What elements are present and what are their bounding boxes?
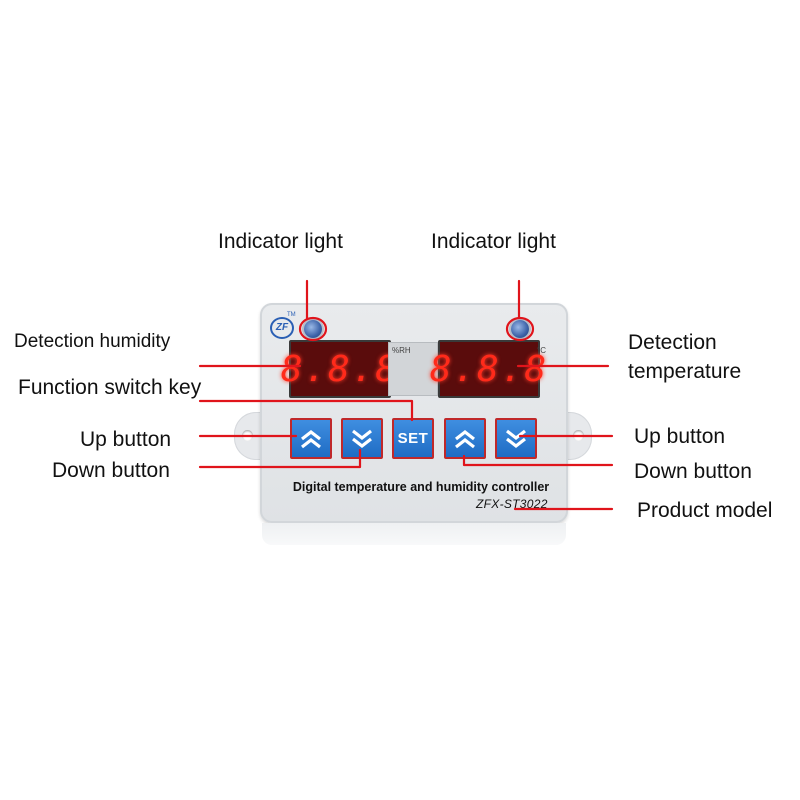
humidity-down-button[interactable] [341, 418, 383, 459]
temperature-up-button[interactable] [444, 418, 486, 459]
chevron-down-icon [352, 429, 372, 448]
chevron-up-icon [455, 429, 475, 448]
brand-logo: ZF [270, 317, 294, 339]
temperature-display: 8.8.8 [430, 340, 546, 398]
temperature-indicator-light [511, 320, 529, 338]
set-function-key[interactable]: SET [392, 418, 434, 459]
humidity-display-digits: 8.8.8 [280, 348, 400, 390]
temperature-unit-label: °C [537, 346, 546, 355]
humidity-up-button[interactable] [290, 418, 332, 459]
mounting-hole [242, 430, 253, 441]
temperature-down-button[interactable] [495, 418, 537, 459]
chevron-up-icon [301, 429, 321, 448]
function-switch-key-label: Function switch key [18, 376, 202, 399]
down-button-right-label: Down button [634, 460, 752, 483]
detection-humidity-label: Detection humidity [14, 331, 171, 352]
model-number-label: ZFX-ST3022 [476, 497, 548, 511]
down-button-left-label: Down button [52, 459, 170, 482]
detection-temperature-label-line2: temperature [628, 360, 742, 383]
up-button-left-label: Up button [80, 428, 172, 451]
controller-base [262, 523, 566, 545]
product-model-label: Product model [637, 499, 773, 522]
temperature-display-digits: 8.8.8 [429, 348, 549, 390]
product-name-label: Digital temperature and humidity control… [292, 480, 550, 494]
humidity-unit-label: %RH [392, 346, 411, 355]
chevron-down-icon [506, 429, 526, 448]
detection-temperature-label-line1: Detection [628, 331, 717, 354]
indicator-light-right-label: Indicator light [431, 230, 556, 253]
center-window [388, 342, 438, 396]
humidity-indicator-light [304, 320, 322, 338]
humidity-display: 8.8.8 [281, 340, 397, 398]
trademark-mark: TM [287, 312, 296, 318]
indicator-light-left-label: Indicator light [218, 230, 343, 253]
mounting-hole [573, 430, 584, 441]
up-button-right-label: Up button [634, 425, 726, 448]
